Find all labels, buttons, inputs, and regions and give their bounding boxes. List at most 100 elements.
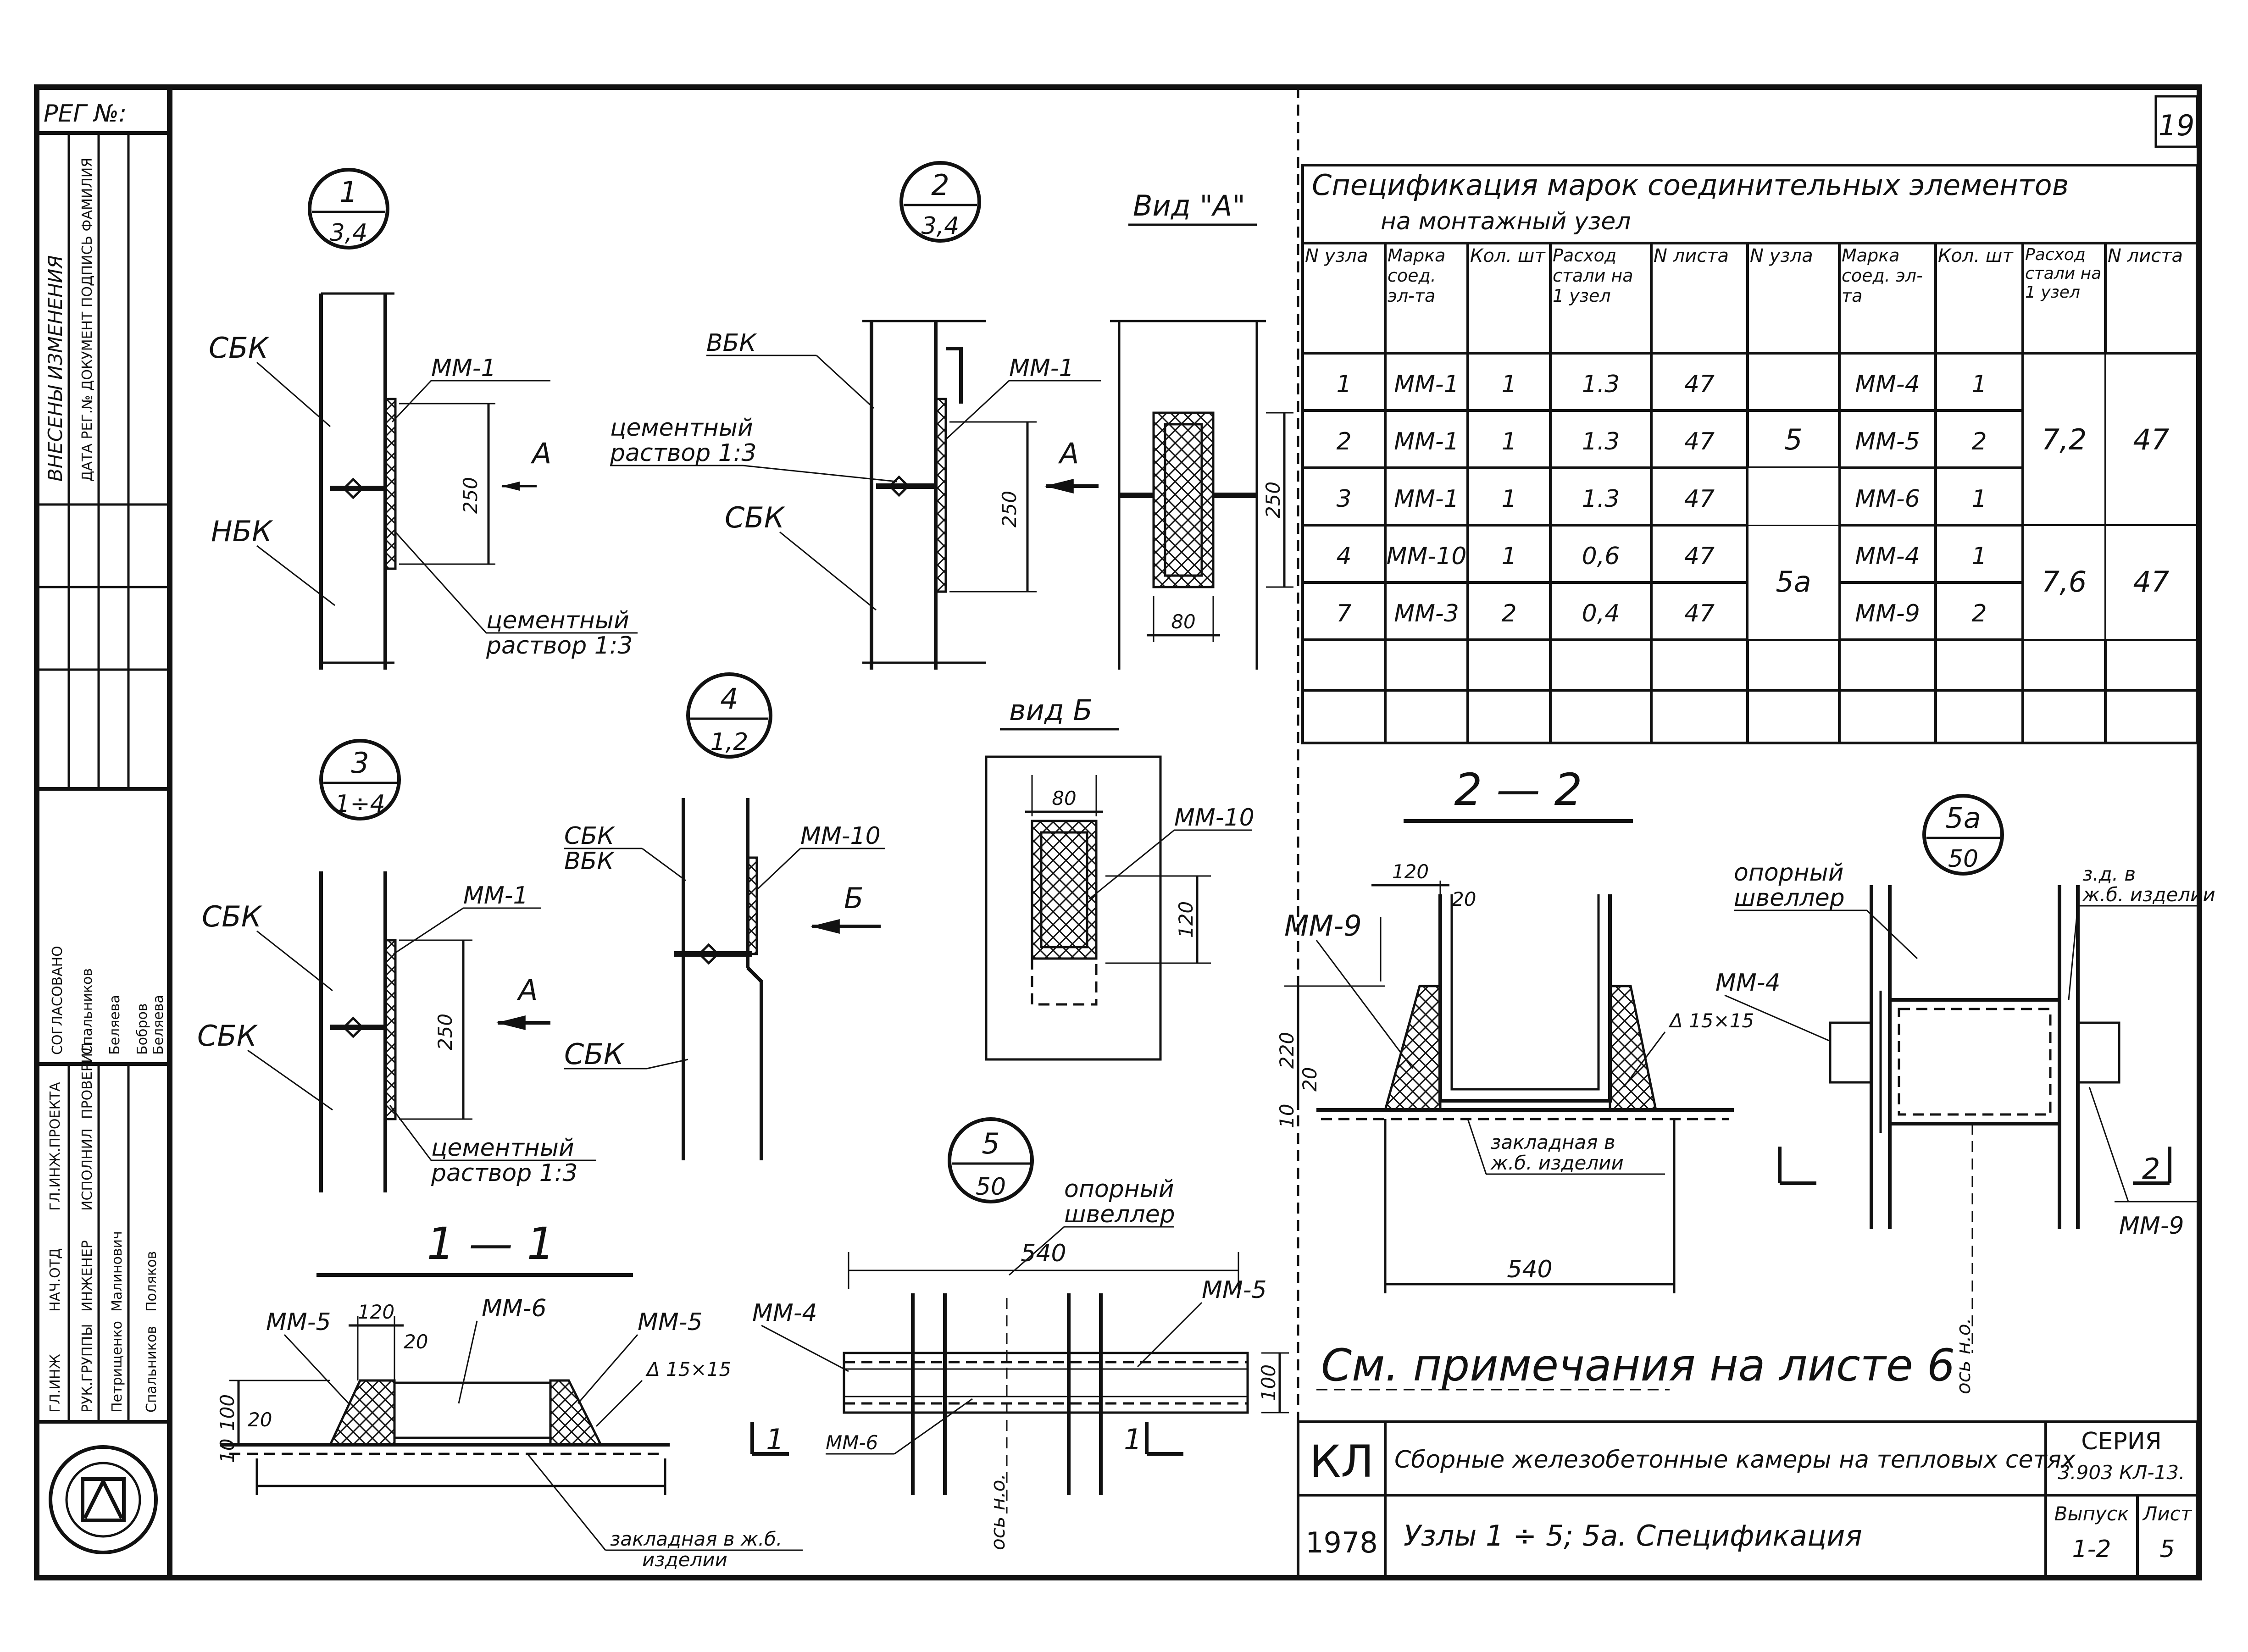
svg-text:ММ-6: ММ-6 xyxy=(826,1431,878,1454)
svg-text:120: 120 xyxy=(358,1301,394,1323)
sheet-value: 5 xyxy=(2159,1536,2175,1563)
svg-text:ММ-3: ММ-3 xyxy=(1394,600,1459,627)
page-number: 19 xyxy=(2159,109,2195,142)
svg-text:ММ-5: ММ-5 xyxy=(1202,1276,1267,1304)
table-row: 7 ММ-3 2 0,4 47 xyxy=(1336,600,1715,627)
svg-text:з.д. в: з.д. в xyxy=(2082,863,2136,885)
svg-text:3: 3 xyxy=(351,746,369,780)
svg-text:ММ-5: ММ-5 xyxy=(1855,428,1920,455)
doc-year: 1978 xyxy=(1305,1526,1378,1559)
svg-text:А: А xyxy=(516,973,538,1007)
sheet-label: Лист xyxy=(2142,1502,2192,1525)
svg-text:1: 1 xyxy=(1971,543,1987,570)
svg-text:ММ-1: ММ-1 xyxy=(1394,371,1459,398)
col-header-mark: Марка соед. эл-та xyxy=(1388,245,1446,306)
svg-text:швеллер: швеллер xyxy=(1064,1201,1175,1228)
svg-text:20: 20 xyxy=(248,1408,272,1431)
svg-text:1: 1 xyxy=(1124,1423,1142,1456)
svg-text:ММ-4: ММ-4 xyxy=(1855,371,1920,398)
svg-text:НБК: НБК xyxy=(211,515,273,548)
col-header-node-2: N узла xyxy=(1750,245,1813,266)
svg-text:ж.б. изделии: ж.б. изделии xyxy=(2082,883,2215,906)
svg-text:47: 47 xyxy=(2133,423,2170,456)
section-1-1: 1 — 1 ММ-5 ММ-6 ММ-5 Δ 15×15 120 20 100 … xyxy=(216,1218,803,1571)
svg-text:47: 47 xyxy=(1684,600,1715,627)
section-2-2-title: 2 — 2 xyxy=(1454,764,1582,815)
svg-text:0,6: 0,6 xyxy=(1582,543,1620,570)
svg-text:1÷4: 1÷4 xyxy=(335,790,385,818)
svg-text:3,4: 3,4 xyxy=(921,212,960,240)
col-header-sheet: N листа xyxy=(1654,245,1729,266)
svg-text:ММ-10: ММ-10 xyxy=(1387,543,1467,570)
svg-text:5: 5 xyxy=(982,1127,999,1160)
svg-text:2: 2 xyxy=(1971,428,1987,455)
svg-text:20: 20 xyxy=(1452,888,1476,910)
spec-title-1: Спецификация марок соединительных элемен… xyxy=(1312,168,2069,202)
svg-text:ММ-4: ММ-4 xyxy=(1855,543,1920,570)
table-row: 5 ММ-4 ММ-5 ММ-6 1 2 1 7,2 47 xyxy=(1748,355,2196,525)
svg-text:20: 20 xyxy=(404,1330,428,1353)
svg-text:ж.б. изделии: ж.б. изделии xyxy=(1490,1152,1624,1174)
table-row: 5а ММ-4 ММ-9 1 2 7,6 47 xyxy=(1748,526,2196,639)
svg-text:1: 1 xyxy=(339,175,357,209)
col-header-mark-2: Марка соед. эл-та xyxy=(1842,245,1923,306)
svg-text:540: 540 xyxy=(1021,1240,1066,1267)
svg-text:2: 2 xyxy=(1336,428,1351,455)
col-header-steel-2: Расход стали на 1 узел xyxy=(2025,245,2102,302)
agreed-name-2: Беляева xyxy=(107,995,123,1055)
changes-columns: ДАТА РЕГ.№ ДОКУМЕНТ ПОДПИСЬ ФАМИЛИЯ xyxy=(79,158,95,482)
detail-1-callout xyxy=(308,168,389,249)
agreed-label: СОГЛАСОВАНО xyxy=(50,946,66,1055)
staff-3: Спальников xyxy=(144,1326,160,1413)
series-value: 3.903 КЛ-13. xyxy=(2058,1461,2185,1484)
svg-text:1: 1 xyxy=(1501,371,1516,398)
svg-text:1: 1 xyxy=(1971,371,1987,398)
svg-text:5: 5 xyxy=(1784,423,1802,456)
svg-text:опорный: опорный xyxy=(1734,859,1843,887)
svg-text:1.3: 1.3 xyxy=(1582,371,1620,398)
detail-5: 5 50 опорный швеллер 540 100 ММ-4 ММ-5 М… xyxy=(752,1117,1289,1550)
svg-text:СБК: СБК xyxy=(564,1037,625,1071)
section-2-2: 2 — 2 120 20 220 20 10 ММ-9 Δ 15×15 540 … xyxy=(1276,764,1816,1293)
view-b-title: вид Б xyxy=(1009,693,1093,727)
spec-table: Спецификация марок соединительных элемен… xyxy=(1301,164,2198,744)
svg-text:А: А xyxy=(530,437,551,470)
changes-title: ВНЕСЕНЫ ИЗМЕНЕНИЯ xyxy=(44,255,67,482)
svg-text:ММ-1: ММ-1 xyxy=(463,882,528,909)
svg-text:1.3: 1.3 xyxy=(1582,485,1620,513)
role-5: ИНЖЕНЕР xyxy=(79,1240,95,1312)
doc-code: КЛ xyxy=(1310,1436,1374,1487)
svg-text:1: 1 xyxy=(766,1423,784,1456)
svg-text:ММ-9: ММ-9 xyxy=(2119,1212,2184,1240)
svg-text:7,6: 7,6 xyxy=(2042,565,2087,599)
role-3: ГЛ.ИНЖ.ПРОЕКТА xyxy=(47,1082,63,1211)
svg-text:2: 2 xyxy=(2142,1152,2160,1186)
doc-title: Сборные железобетонные камеры на тепловы… xyxy=(1394,1446,2076,1474)
svg-text:раствор 1:3: раствор 1:3 xyxy=(431,1159,577,1187)
svg-text:ММ-1: ММ-1 xyxy=(1394,485,1459,513)
view-a-title: Вид "А" xyxy=(1133,189,1245,222)
table-row: 1 ММ-1 1 1.3 47 xyxy=(1336,371,1715,398)
role-1: ГЛ.ИНЖ xyxy=(47,1354,63,1413)
svg-text:2: 2 xyxy=(931,168,949,202)
svg-text:250: 250 xyxy=(434,1014,456,1050)
svg-text:220: 220 xyxy=(1276,1032,1298,1069)
svg-text:5а: 5а xyxy=(1776,565,1811,599)
svg-text:10: 10 xyxy=(1276,1104,1298,1128)
svg-text:1.3: 1.3 xyxy=(1582,428,1620,455)
detail-4-callout xyxy=(686,672,772,759)
detail-1: 1 3,4 250 А СБК НБК ММ-1 цементный раств… xyxy=(209,168,638,670)
svg-text:ось н.о.: ось н.о. xyxy=(1952,1318,1975,1394)
svg-text:СБК: СБК xyxy=(202,900,263,933)
detail-2: 2 3,4 250 А ВБК СБК ММ-1 цементный раств… xyxy=(610,161,1101,670)
detail-4: 4 1,2 Б СБК ВБК СБК ММ-10 xyxy=(564,672,885,1160)
svg-text:1: 1 xyxy=(1971,485,1987,513)
svg-text:цементный: цементный xyxy=(486,607,629,634)
svg-text:540: 540 xyxy=(1507,1256,1552,1283)
issue-label: Выпуск xyxy=(2054,1502,2129,1525)
title-block: КЛ 1978 Сборные железобетонные камеры на… xyxy=(1297,1420,2198,1579)
svg-text:1: 1 xyxy=(1501,543,1516,570)
svg-text:ВБК: ВБК xyxy=(706,329,757,357)
svg-text:4: 4 xyxy=(1336,543,1351,570)
col-header-steel: Расход стали на 1 узел xyxy=(1553,245,1633,306)
